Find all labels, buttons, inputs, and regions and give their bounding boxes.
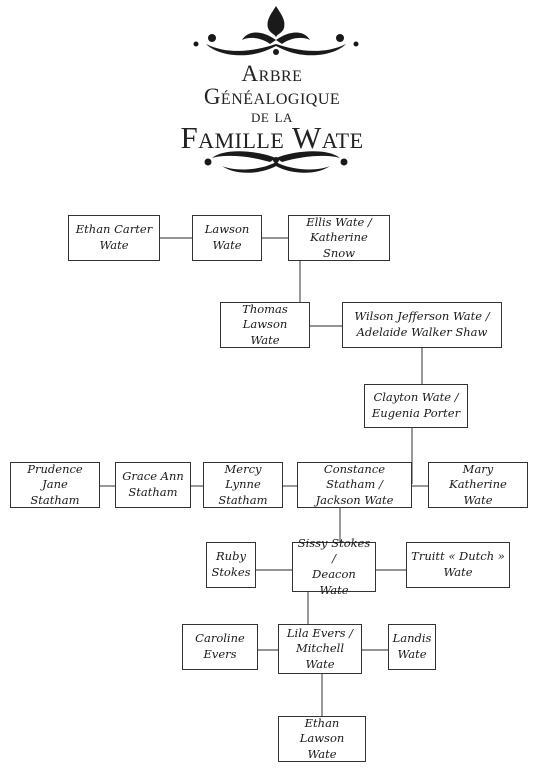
person-box-ethan-lawson: Ethan Lawson Wate — [278, 716, 366, 762]
person-name: Lila Evers / Mitchell Wate — [286, 625, 354, 671]
person-box-lawson: Lawson Wate — [192, 215, 262, 261]
bottom-flourish-icon — [204, 151, 348, 173]
title-line-2: Généalogique — [203, 84, 341, 109]
person-name: Ethan Lawson Wate — [299, 715, 345, 761]
person-name: Clayton Wate / Eugenia Porter — [371, 390, 461, 420]
person-box-ethan-carter: Ethan Carter Wate — [68, 215, 160, 261]
person-name: Thomas Lawson Wate — [242, 301, 288, 347]
top-flourish-icon — [193, 6, 359, 56]
person-box-sissy: Sissy Stokes / Deacon Wate — [292, 536, 376, 597]
person-name: Wilson Jefferson Wate / Adelaide Walker … — [354, 309, 490, 339]
person-box-thomas: Thomas Lawson Wate — [220, 302, 310, 348]
person-box-lila: Lila Evers / Mitchell Wate — [278, 624, 362, 674]
person-name: Constance Statham / Jackson Wate — [315, 461, 394, 507]
person-box-grace: Grace Ann Statham — [115, 462, 191, 508]
person-name: Landis Wate — [392, 631, 432, 661]
person-box-landis: Landis Wate — [388, 624, 436, 670]
title-line-4: Famille Wate — [180, 120, 364, 155]
person-name: Grace Ann Statham — [122, 469, 184, 499]
person-box-mary: Mary Katherine Wate — [428, 462, 528, 508]
title-line-1: Arbre — [241, 61, 303, 86]
person-box-ellis: Ellis Wate / Katherine Snow — [288, 215, 390, 261]
person-box-ruby: Ruby Stokes — [206, 542, 256, 588]
person-box-constance: Constance Statham / Jackson Wate — [297, 462, 412, 508]
person-box-prudence: Prudence Jane Statham — [10, 462, 100, 508]
person-name: Ellis Wate / Katherine Snow — [306, 214, 372, 260]
person-name: Prudence Jane Statham — [27, 461, 83, 507]
title-line-3: de la — [251, 106, 293, 127]
person-name: Mercy Lynne Statham — [218, 461, 268, 507]
person-box-clayton: Clayton Wate / Eugenia Porter — [364, 384, 468, 428]
person-name: Sissy Stokes / Deacon Wate — [297, 535, 371, 597]
person-box-truitt: Truitt « Dutch » Wate — [406, 542, 510, 588]
person-box-wilson: Wilson Jefferson Wate / Adelaide Walker … — [342, 302, 502, 348]
person-name: Caroline Evers — [195, 631, 245, 661]
person-box-mercy: Mercy Lynne Statham — [203, 462, 283, 508]
person-name: Ruby Stokes — [211, 549, 251, 579]
person-name: Lawson Wate — [204, 222, 250, 252]
person-name: Mary Katherine Wate — [449, 461, 507, 507]
person-name: Truitt « Dutch » Wate — [411, 549, 505, 579]
person-name: Ethan Carter Wate — [75, 222, 153, 252]
person-box-caroline: Caroline Evers — [182, 624, 258, 670]
